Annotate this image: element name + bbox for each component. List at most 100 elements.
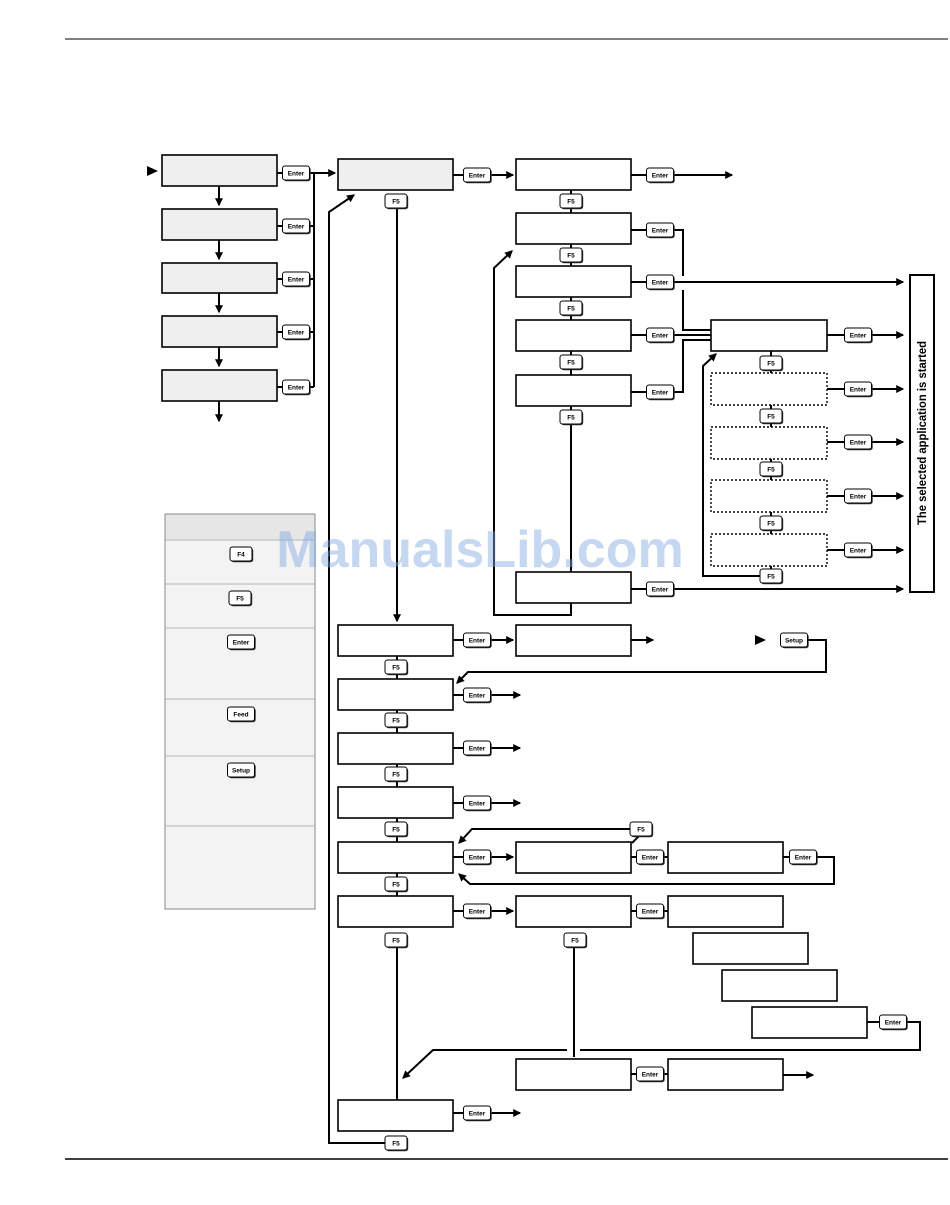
f5-key-icon: F5 [759, 461, 784, 478]
setup-key-icon: Setup [780, 632, 809, 649]
key-cap [227, 634, 255, 650]
enter-key-icon: Enter [463, 849, 492, 866]
enter-key-icon: Enter [282, 324, 311, 341]
f5-key-icon: F5 [384, 1135, 409, 1152]
key-label: F5 [767, 413, 775, 420]
key-label: F5 [392, 937, 400, 944]
enter-key-icon: Enter [463, 1105, 492, 1122]
key-cap [844, 381, 872, 397]
key-cap [282, 324, 310, 340]
flow-line [580, 1021, 921, 1051]
key-cap [636, 1066, 664, 1082]
enter-key-icon: Enter [646, 274, 675, 291]
f4-key-icon: F4 [229, 546, 254, 563]
key-label: Feed [233, 711, 248, 718]
key-label: Enter [642, 1071, 659, 1078]
feed-key-icon: Feed [227, 706, 256, 723]
start-menu-box [161, 208, 278, 241]
menu-box [515, 265, 632, 298]
key-label: Enter [652, 172, 669, 179]
f5-key-icon: F5 [384, 659, 409, 676]
menu-box [515, 374, 632, 407]
key-cap [227, 706, 255, 722]
key-label: Enter [288, 329, 305, 336]
key-label: Enter [469, 637, 486, 644]
key-label: F5 [567, 414, 575, 421]
key-label: F5 [392, 771, 400, 778]
start-menu-box [161, 315, 278, 348]
key-label: F5 [567, 359, 575, 366]
menu-box [710, 319, 828, 352]
key-cap [282, 271, 310, 287]
status-box [909, 274, 935, 593]
menu-box [515, 1058, 632, 1091]
start-menu-box [337, 158, 454, 191]
key-cap [646, 327, 674, 343]
key-cap [227, 762, 255, 778]
flow-line [674, 229, 684, 276]
enter-key-icon: Enter [463, 687, 492, 704]
key-cap [759, 568, 783, 584]
menu-box [515, 895, 632, 928]
setup-key-icon: Setup [227, 762, 256, 779]
menu-box [337, 841, 454, 874]
menu-box [667, 841, 784, 874]
key-label: Enter [469, 1110, 486, 1117]
enter-key-icon: Enter [282, 218, 311, 235]
menu-box [337, 1099, 454, 1132]
key-label: Enter [652, 332, 669, 339]
flow-arrow [402, 1049, 567, 1079]
enter-key-icon: Enter [463, 795, 492, 812]
key-cap [463, 687, 491, 703]
enter-key-icon: Enter [227, 634, 256, 651]
f5-key-icon: F5 [384, 712, 409, 729]
key-cap [282, 218, 310, 234]
key-cap [463, 903, 491, 919]
f5-key-icon: F5 [629, 821, 654, 838]
legend-header [165, 514, 315, 540]
key-cap [559, 247, 583, 263]
key-label: Setup [785, 637, 803, 644]
f5-key-icon: F5 [759, 515, 784, 532]
key-cap [559, 193, 583, 209]
key-label: Enter [288, 276, 305, 283]
key-cap [384, 766, 408, 782]
menu-box [667, 895, 784, 928]
key-label: F5 [392, 664, 400, 671]
key-label: Enter [652, 279, 669, 286]
key-cap [629, 821, 653, 837]
flow-arrow [456, 639, 827, 684]
key-cap [384, 932, 408, 948]
key-label: Enter [469, 172, 486, 179]
key-cap [636, 849, 664, 865]
key-cap [384, 659, 408, 675]
key-label: F5 [767, 520, 775, 527]
key-cap [780, 632, 808, 648]
menu-box [337, 786, 454, 819]
key-cap [844, 327, 872, 343]
enter-key-icon: Enter [282, 165, 311, 182]
menu-box [337, 732, 454, 765]
key-label: F5 [392, 826, 400, 833]
f5-key-icon: F5 [384, 876, 409, 893]
key-label: F5 [392, 717, 400, 724]
f5-key-icon: F5 [559, 300, 584, 317]
key-cap [844, 488, 872, 504]
flow-arrow [702, 353, 760, 577]
key-label: F5 [392, 1140, 400, 1147]
menu-box [692, 932, 809, 965]
enter-key-icon: Enter [844, 381, 873, 398]
key-cap [384, 876, 408, 892]
start-menu-box [161, 262, 278, 294]
menu-box [337, 678, 454, 711]
flow-arrow [458, 856, 835, 885]
key-cap [759, 515, 783, 531]
key-cap [384, 193, 408, 209]
key-label: Enter [642, 854, 659, 861]
key-label: Enter [469, 908, 486, 915]
key-cap [646, 384, 674, 400]
entry-arrow-icon [755, 635, 766, 645]
enter-key-icon: Enter [636, 1066, 665, 1083]
key-label: Enter [288, 384, 305, 391]
